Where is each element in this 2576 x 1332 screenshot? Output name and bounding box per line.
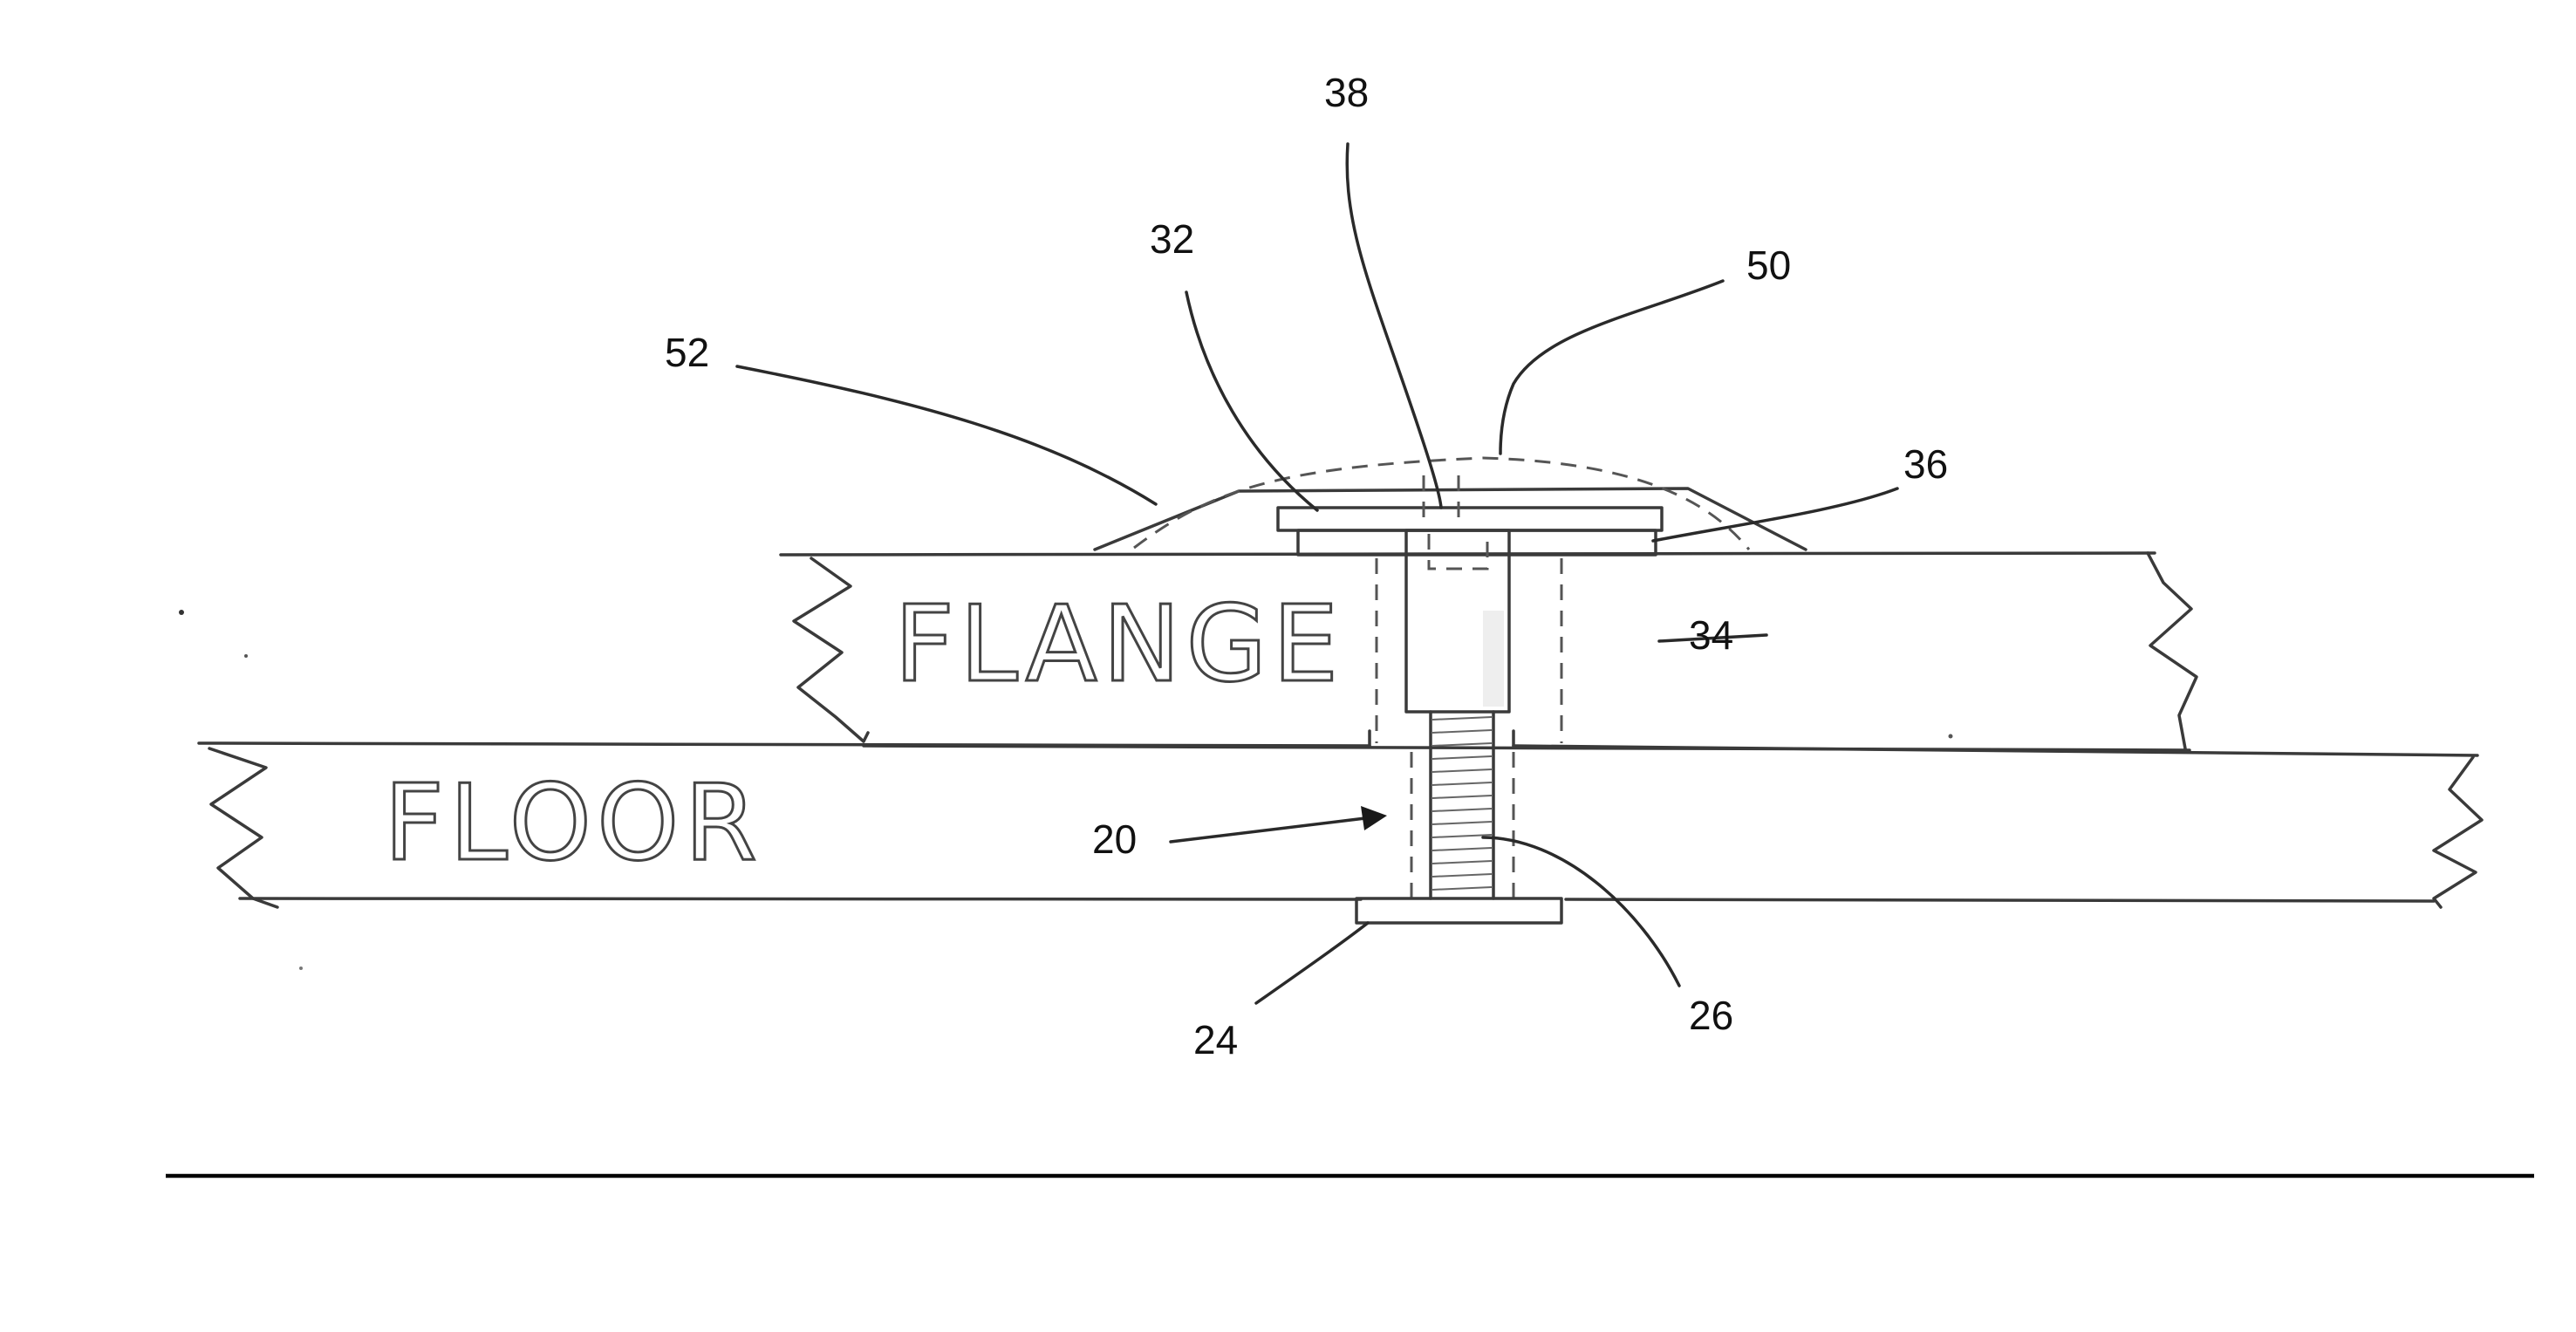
bushing bbox=[1406, 530, 1509, 712]
leader-32 bbox=[1186, 292, 1317, 510]
stray-mark bbox=[1949, 734, 1953, 739]
floor-left-break-line bbox=[209, 748, 277, 907]
numeral-20: 20 bbox=[1092, 816, 1137, 862]
leader-20 bbox=[1171, 818, 1365, 842]
numeral-36: 36 bbox=[1903, 441, 1948, 487]
leader-20-arrowhead bbox=[1361, 806, 1387, 830]
numeral-32: 32 bbox=[1150, 216, 1194, 262]
numeral-38: 38 bbox=[1324, 70, 1369, 115]
leader-38 bbox=[1347, 144, 1441, 508]
bottom-nut-plate bbox=[1356, 898, 1561, 923]
lower-washer-plate bbox=[1298, 530, 1656, 555]
head-assembly bbox=[1278, 475, 1662, 555]
numeral-50: 50 bbox=[1746, 242, 1791, 288]
bushing-shading bbox=[1483, 611, 1504, 707]
stray-mark bbox=[244, 654, 248, 658]
leader-24 bbox=[1256, 923, 1368, 1003]
bolt-threads bbox=[1432, 717, 1492, 890]
floor-label: FLOOR bbox=[384, 763, 762, 885]
floor-top-edge bbox=[199, 743, 1370, 746]
numeral-34: 34 bbox=[1689, 612, 1733, 658]
numeral-24: 24 bbox=[1193, 1017, 1238, 1062]
numeral-26: 26 bbox=[1689, 993, 1733, 1038]
outer-cover-profile bbox=[1095, 488, 1806, 550]
stray-mark bbox=[299, 967, 303, 970]
threaded-bolt bbox=[1411, 712, 1513, 898]
floor-right-break-line bbox=[2434, 757, 2482, 907]
floor-bottom-edge bbox=[240, 898, 1361, 899]
numeral-52: 52 bbox=[665, 330, 709, 375]
floor-bottom-edge-right bbox=[1566, 899, 2434, 901]
reference-numerals: 38 32 50 52 36 34 20 26 24 bbox=[665, 70, 1948, 1062]
flange-left-break-line bbox=[794, 558, 868, 741]
flange-label: FLANGE bbox=[894, 584, 1343, 706]
floor-top-edge-right bbox=[1513, 746, 2477, 755]
leader-52 bbox=[737, 366, 1156, 504]
stray-mark bbox=[179, 610, 184, 615]
bushing-recess-hidden bbox=[1429, 534, 1487, 569]
top-washer-plate bbox=[1278, 508, 1662, 530]
leader-lines bbox=[737, 144, 1897, 1003]
leader-50 bbox=[1500, 281, 1723, 454]
dome-cover bbox=[1095, 458, 1806, 550]
flange-right-break-line bbox=[2148, 553, 2197, 748]
floor-board: FLOOR bbox=[199, 743, 2482, 907]
